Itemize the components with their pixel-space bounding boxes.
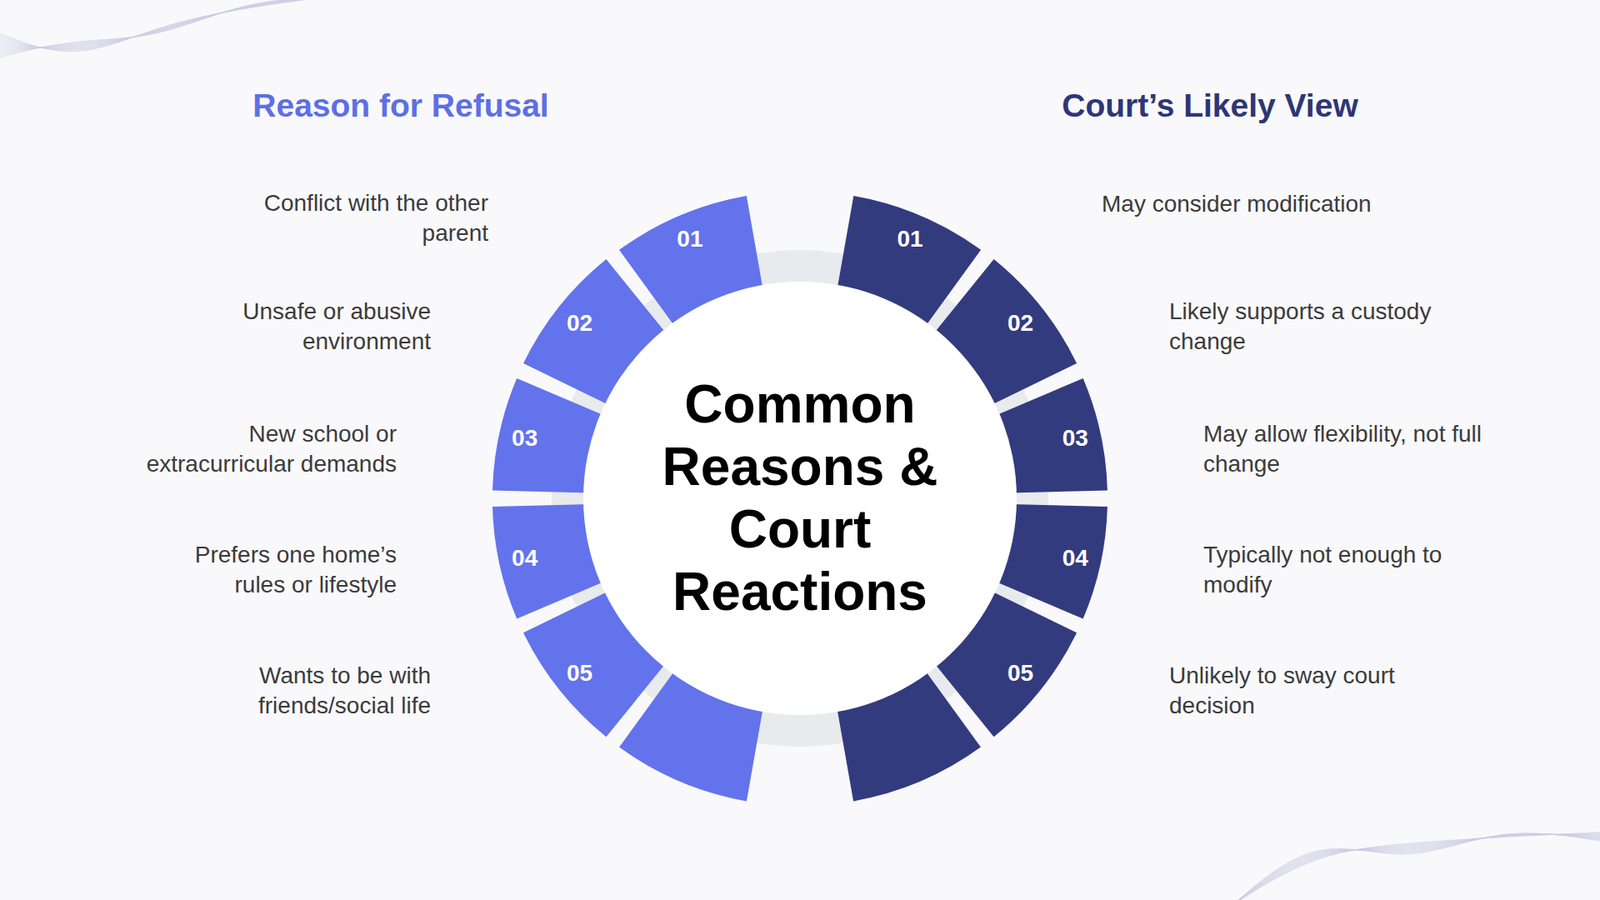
list-text: Prefers one home’s rules or lifestyle	[146, 540, 397, 600]
decorative-wave	[1233, 833, 1600, 900]
callout-number: 02	[1007, 310, 1034, 337]
decorative-wave	[0, 0, 334, 48]
column-heading: Reason for Refusal	[252, 87, 549, 125]
decorative-wave	[1233, 833, 1600, 900]
list-text: Likely supports a custody change	[1169, 296, 1486, 356]
callout-number: 05	[566, 660, 593, 687]
decorative-wave	[0, 0, 334, 50]
list-text: Wants to be with friends/social life	[189, 660, 431, 720]
callout-number: 03	[1062, 425, 1089, 452]
list-text: Unlikely to sway court decision	[1169, 660, 1453, 720]
segment-fill	[523, 259, 668, 406]
decorative-wave	[0, 0, 334, 52]
decorative-wave	[0, 0, 334, 49]
decorative-wave	[0, 0, 334, 51]
list-text: Unsafe or abusive environment	[180, 296, 431, 356]
decorative-wave	[0, 0, 334, 52]
decorative-wave	[1233, 834, 1600, 900]
decorative-wave	[0, 0, 334, 50]
callout-number: 02	[566, 310, 593, 337]
decorative-wave	[1233, 834, 1600, 900]
segment-fill	[993, 378, 1108, 494]
segment-fill	[932, 259, 1077, 406]
column-heading: Court’s Likely View	[1061, 87, 1358, 125]
callout-number: 01	[896, 225, 923, 253]
list-text: May allow flexibility, not full change	[1203, 419, 1520, 479]
decorative-wave	[0, 0, 334, 55]
segment-fill	[932, 590, 1077, 737]
decorative-wave	[0, 0, 334, 54]
list-text: Typically not enough to modify	[1203, 540, 1504, 600]
segment-fill	[492, 378, 607, 494]
list-text: Conflict with the other parent	[205, 188, 489, 248]
segment-fill	[523, 590, 668, 737]
decorative-wave	[1233, 832, 1600, 900]
decorative-wave	[0, 0, 334, 58]
callout-number: 01	[676, 225, 703, 253]
decorative-wave	[1233, 834, 1600, 900]
decorative-wave	[0, 0, 334, 50]
callout-number: 03	[511, 425, 538, 452]
decorative-wave	[1233, 833, 1600, 900]
callout-number: 05	[1007, 660, 1034, 687]
callout-number: 04	[1062, 545, 1089, 572]
list-text: New school or extracurricular demands	[96, 419, 397, 479]
decorative-wave	[0, 0, 334, 49]
title-circle: Common Reasons & Court Reactions	[583, 281, 1017, 715]
diagram-title: Common Reasons & Court Reactions	[633, 373, 967, 624]
callout-number: 04	[511, 545, 538, 572]
decorative-wave	[0, 0, 334, 50]
decorative-wave	[1233, 832, 1600, 900]
decorative-wave	[1233, 834, 1600, 900]
decorative-wave	[0, 0, 334, 48]
list-text: May consider modification	[1101, 189, 1452, 220]
decorative-wave	[1233, 833, 1600, 900]
